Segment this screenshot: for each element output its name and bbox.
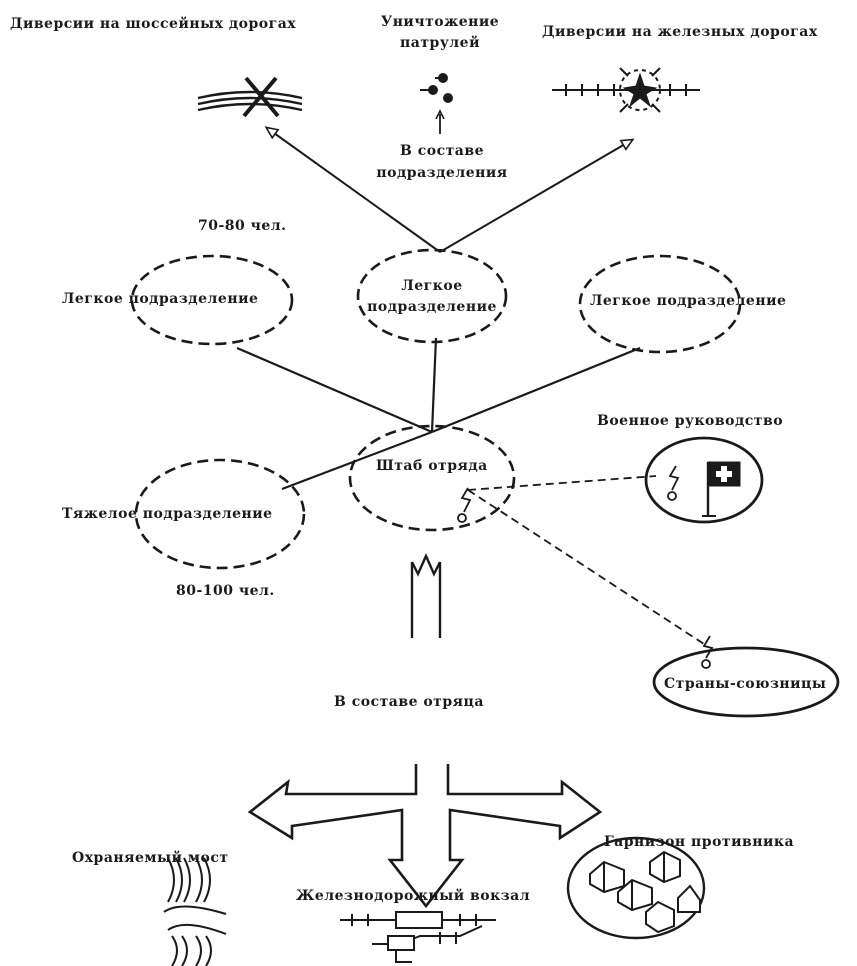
label-light-unit-right: Легкое подразделение bbox=[590, 293, 787, 309]
label-size-70-80: 70-80 чел. bbox=[198, 218, 287, 234]
houses-icon bbox=[589, 850, 701, 934]
label-heavy-unit: Тяжелое подразделение bbox=[62, 506, 273, 522]
allies-ellipse bbox=[652, 646, 840, 718]
label-military-leadership: Военное руководство bbox=[597, 413, 784, 429]
leadership-ellipse bbox=[644, 436, 764, 524]
label-hq: Штаб отряда bbox=[376, 458, 488, 474]
light-unit-left-ellipse bbox=[130, 254, 294, 346]
radio-antenna-icon bbox=[667, 465, 680, 501]
link-left-unit-hq bbox=[236, 346, 433, 434]
rail-explosion-icon bbox=[552, 67, 700, 113]
crossed-road-icon bbox=[197, 76, 303, 118]
link-center-unit-hq bbox=[430, 337, 438, 433]
label-railway-station: Железнодорожный вокзал bbox=[296, 888, 531, 904]
hq-ellipse bbox=[348, 424, 516, 532]
label-light-unit-left: Легкое подразделение bbox=[62, 291, 259, 307]
label-as-part-of-detachment: В составе отряца bbox=[334, 694, 484, 710]
label-destroy-patrols: Уничтожение патрулей bbox=[380, 14, 500, 51]
label-guarded-bridge: Охраняемый мост bbox=[72, 850, 229, 866]
arrow-to-roads bbox=[264, 126, 441, 253]
garrison-ellipse bbox=[566, 836, 706, 940]
label-sabotage-roads: Диверсии на шоссейных дорогах bbox=[10, 16, 297, 32]
link-right-unit-hq bbox=[431, 346, 641, 434]
light-unit-center-ellipse bbox=[356, 248, 508, 344]
arrow-to-rail bbox=[439, 138, 635, 253]
label-sabotage-rail: Диверсии на железных дорогах bbox=[542, 24, 818, 40]
radio-antenna-icon bbox=[457, 487, 472, 523]
patrol-figures-icon bbox=[420, 73, 453, 103]
label-enemy-garrison: Гарнизон противника bbox=[604, 834, 795, 850]
label-allied-countries: Страны-союзницы bbox=[664, 676, 827, 692]
light-unit-right-ellipse bbox=[578, 254, 742, 354]
bridge-icon bbox=[163, 857, 227, 966]
radio-antenna-icon bbox=[701, 635, 714, 669]
label-as-part-of-unit: В составе подразделения bbox=[376, 143, 508, 181]
link-heavy-unit-hq bbox=[281, 430, 433, 491]
radio-link-leadership bbox=[467, 475, 657, 491]
heavy-unit-ellipse bbox=[134, 458, 306, 570]
label-size-80-100: 80-100 чел. bbox=[176, 583, 275, 599]
three-way-arrow bbox=[247, 764, 603, 909]
red-cross-flag-icon bbox=[702, 461, 741, 517]
label-light-unit-center: Легкое подразделение bbox=[367, 278, 497, 315]
radio-link-allies bbox=[467, 489, 705, 645]
column-icon bbox=[410, 553, 442, 638]
station-icon bbox=[340, 911, 496, 963]
